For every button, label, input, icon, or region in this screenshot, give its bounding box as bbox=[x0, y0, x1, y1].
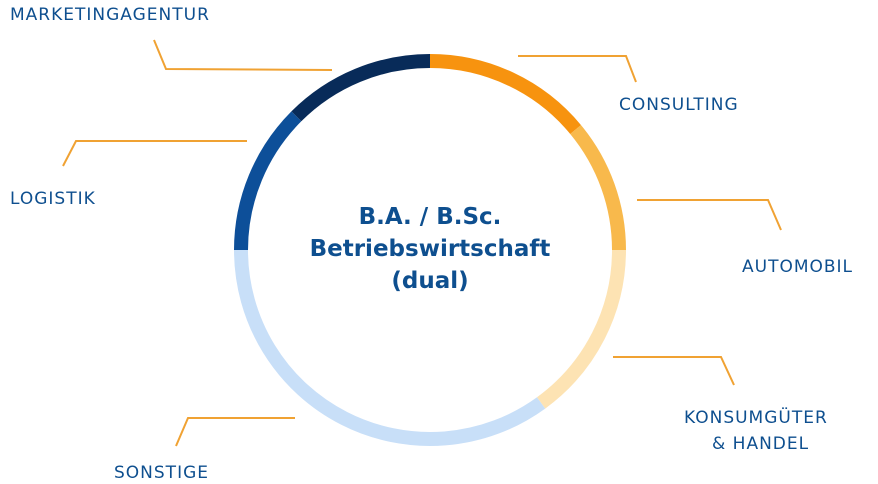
ring bbox=[234, 54, 626, 446]
center-title-line-3: (dual) bbox=[391, 268, 469, 294]
ring-segment-sonstige bbox=[234, 249, 546, 446]
leader-line-konsumgueter bbox=[613, 356, 735, 386]
center-title-line-2: Betriebswirtschaft bbox=[309, 236, 551, 262]
label-automobil: AUTOMOBIL bbox=[742, 257, 854, 277]
ring-segment-marketingagentur bbox=[291, 54, 431, 122]
label-konsumgueter-line-2: & HANDEL bbox=[712, 434, 810, 454]
ring-segment-automobil bbox=[570, 125, 626, 251]
label-consulting: CONSULTING bbox=[619, 95, 739, 115]
label-logistik: LOGISTIK bbox=[10, 189, 96, 209]
label-sonstige: SONSTIGE bbox=[114, 463, 209, 483]
label-marketingagentur: MARKETINGAGENTUR bbox=[10, 5, 210, 25]
leader-line-marketingagentur bbox=[153, 39, 333, 71]
leader-line-sonstige bbox=[175, 417, 295, 447]
leader-line-consulting bbox=[518, 55, 637, 83]
leader-line-logistik bbox=[62, 140, 247, 167]
ring-segment-konsumgueter bbox=[536, 249, 626, 409]
label-konsumgueter: KONSUMGÜTER bbox=[684, 408, 828, 428]
leader-line-automobil bbox=[637, 199, 782, 231]
ring-segment-consulting bbox=[429, 54, 582, 135]
center-title-line-1: B.A. / B.Sc. bbox=[358, 204, 502, 230]
ring-segment-logistik bbox=[234, 111, 302, 251]
